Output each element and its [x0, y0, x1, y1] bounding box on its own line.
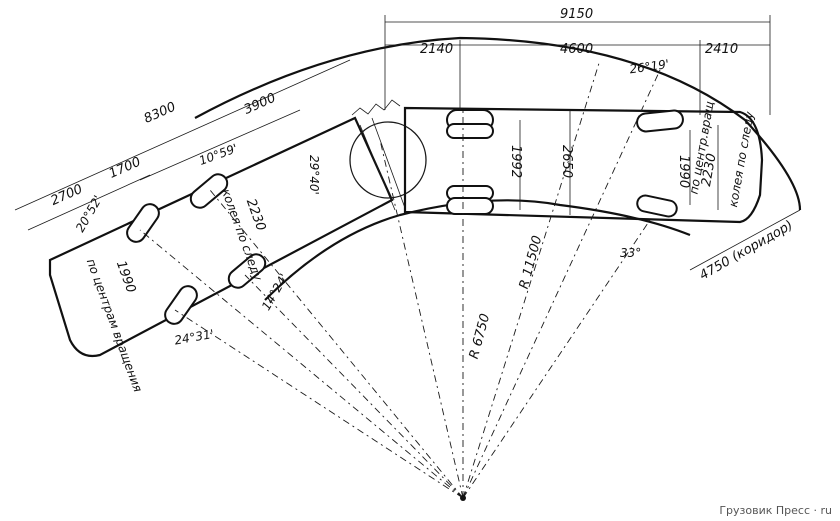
outer-turning-arc [194, 36, 802, 211]
radius-6750: R 6750 [467, 312, 493, 361]
watermark: Грузовик Пресс · ru [719, 504, 832, 517]
dim-4600: 4600 [560, 42, 593, 57]
dim-2230-rear: 2230 [699, 152, 720, 187]
wheel [446, 197, 494, 215]
angle-10-59: 10°59' [197, 141, 239, 168]
dim-3900: 3900 [242, 91, 278, 118]
radius-11500: R 11500 [517, 234, 546, 291]
label-front-track-center: по центрам вращения [84, 257, 145, 394]
turning-center-point [460, 495, 466, 501]
angle-29-40: 29°40' [307, 155, 321, 195]
dim-2410: 2410 [705, 42, 738, 57]
wheel [636, 109, 684, 133]
dim-1990-front: 1990 [113, 259, 138, 295]
rear-wheels [446, 109, 684, 218]
angle-20-52: 20°52' [73, 193, 105, 235]
wheel [227, 253, 267, 289]
rear-section-body [403, 106, 764, 224]
top-dimensions [384, 15, 771, 115]
dim-9150: 9150 [560, 7, 593, 22]
corridor-width: 4750 (коридор) [697, 218, 795, 284]
dim-2140: 2140 [420, 42, 453, 57]
front-dimensions [14, 59, 351, 231]
dim-1700: 1700 [107, 155, 143, 182]
label-rear-track-trail: колея по следу [726, 110, 757, 209]
articulation-joint [349, 99, 427, 211]
wheel [189, 173, 229, 209]
angle-24-31: 24°31' [173, 327, 215, 348]
dim-2650: 2650 [559, 145, 574, 178]
angle-33: 33° [620, 246, 641, 260]
angle-26-19: 26°19' [629, 57, 670, 76]
wheel [126, 203, 160, 243]
dim-8300: 8300 [142, 100, 178, 127]
dim-2700: 2700 [49, 182, 85, 209]
wheel [636, 194, 678, 218]
wheel [446, 123, 494, 139]
front-wheels [126, 173, 267, 325]
dim-corridor [689, 209, 801, 271]
dim-1990-rear: 1990 [676, 155, 691, 188]
wheel [164, 285, 198, 325]
dim-1992: 1992 [508, 145, 523, 178]
radial-lines [139, 59, 661, 499]
